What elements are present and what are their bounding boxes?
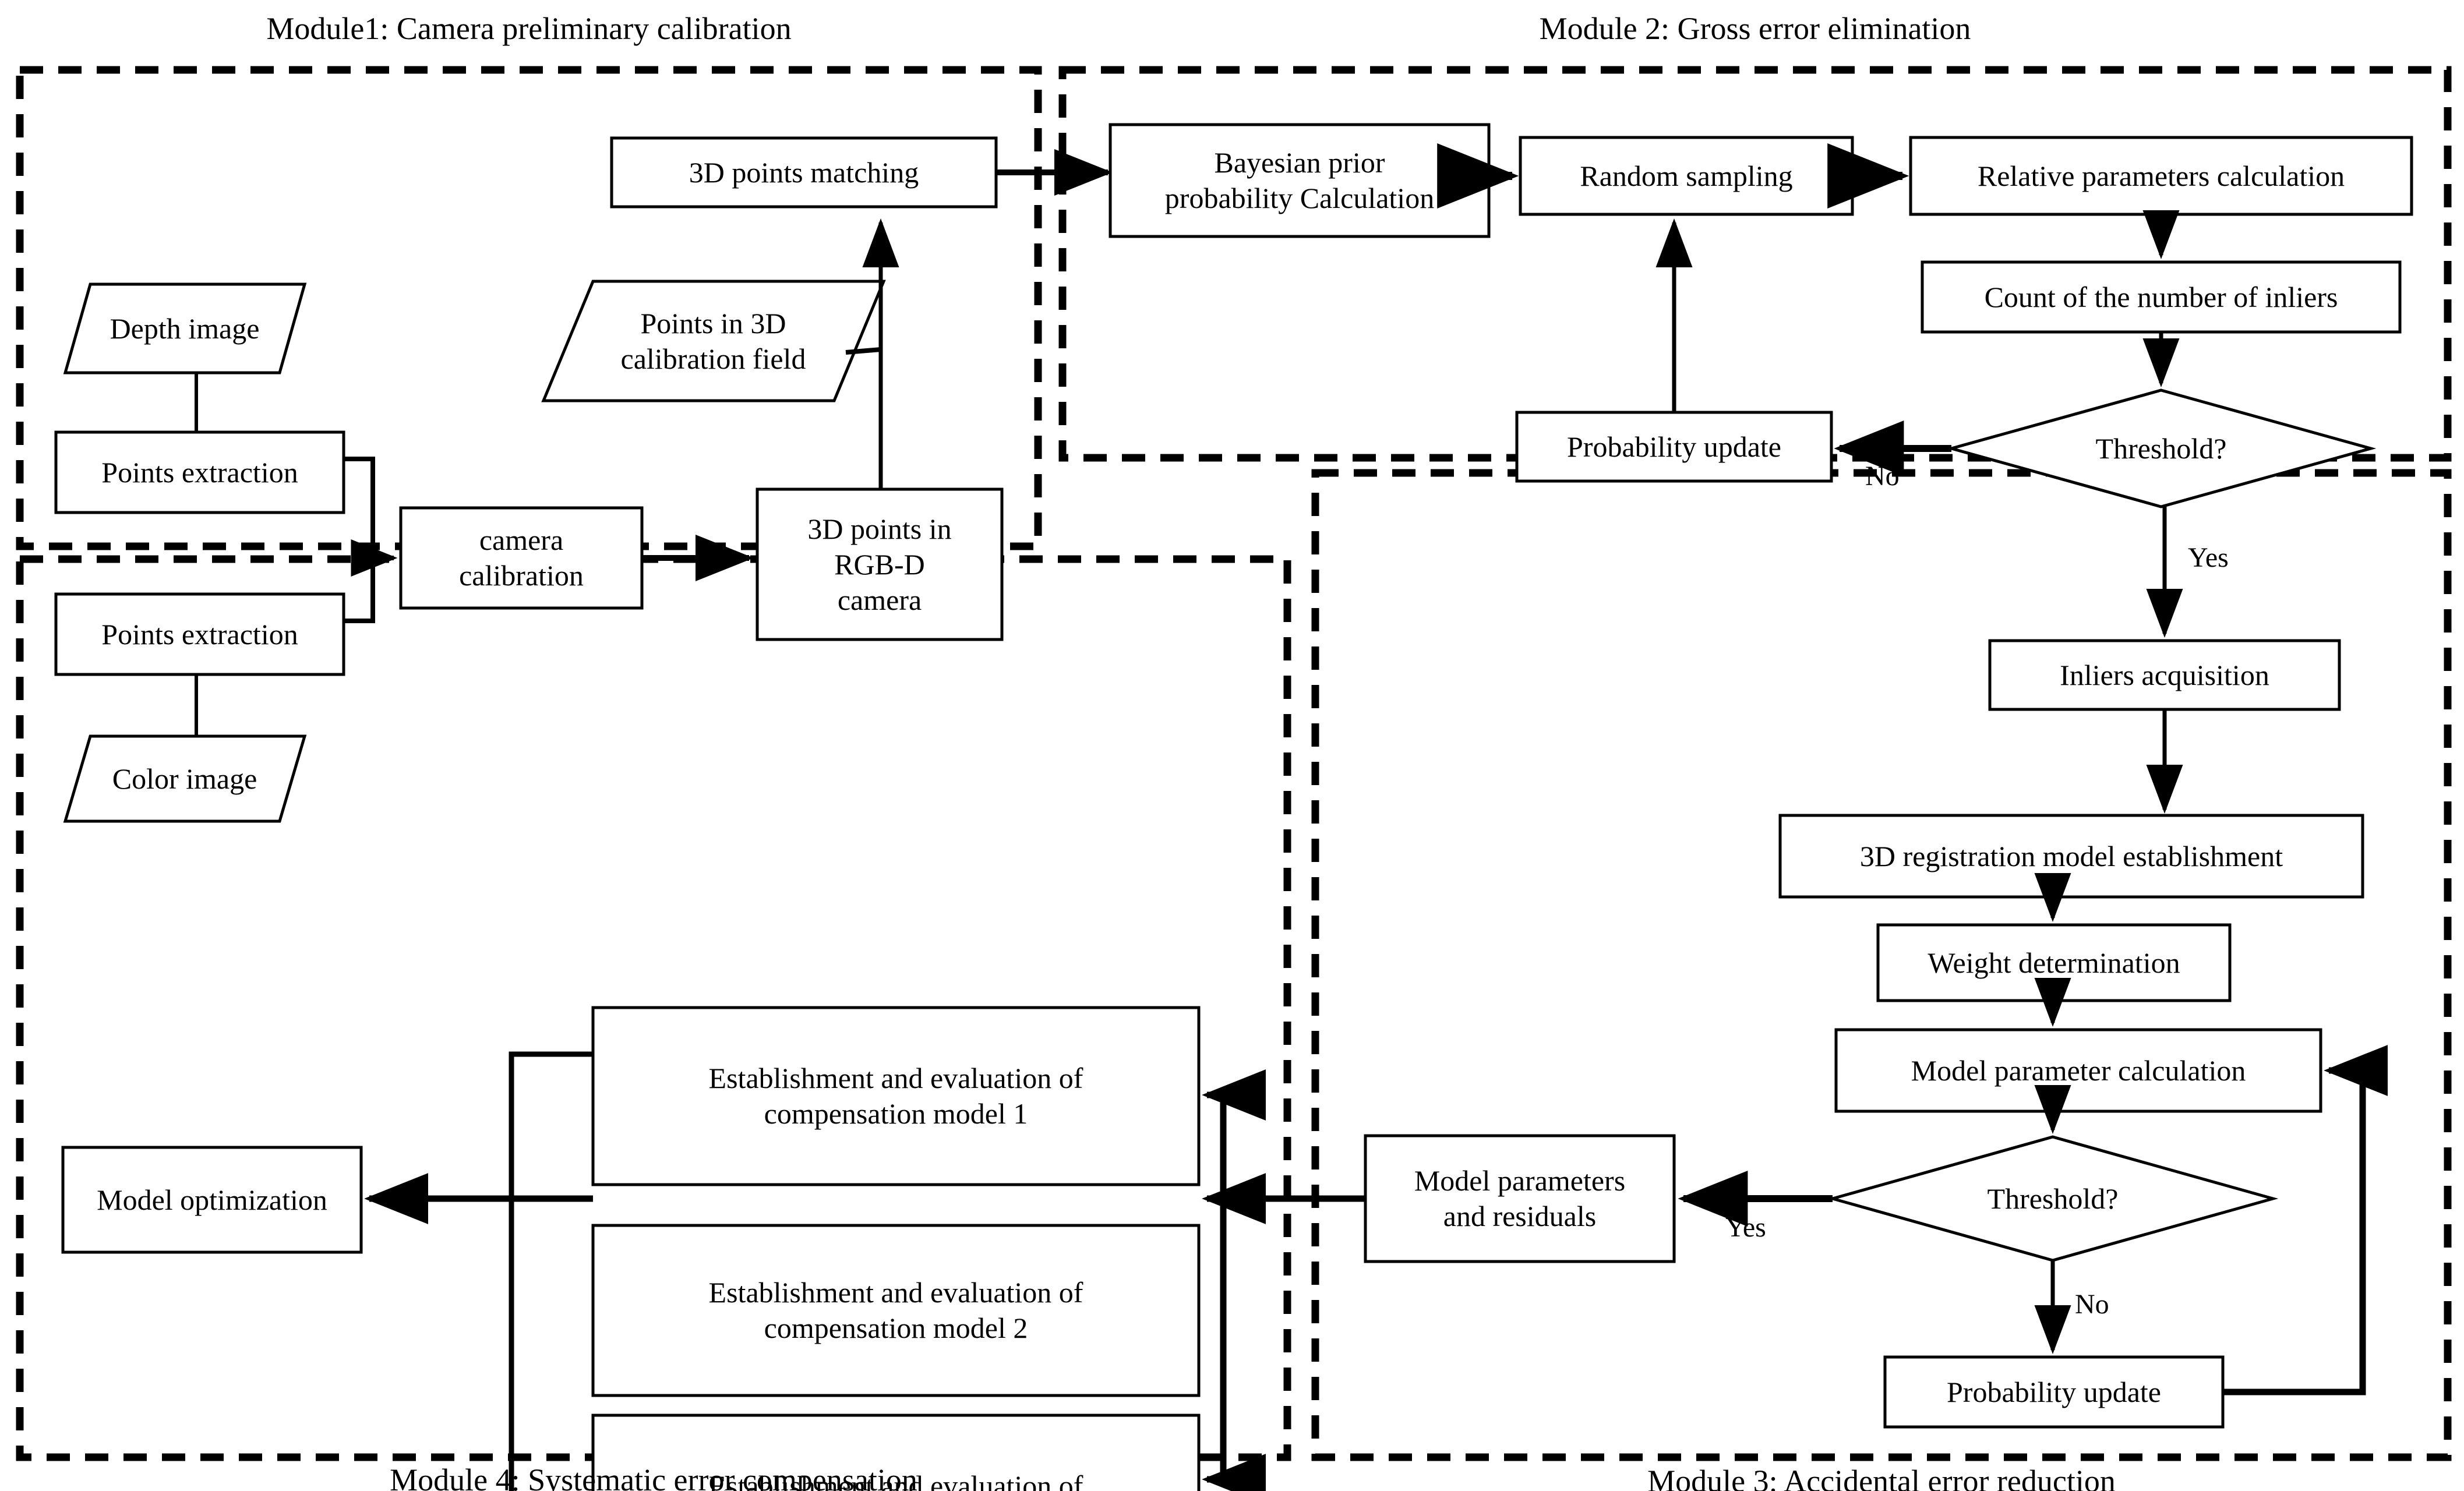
node-threshold-m2	[1946, 388, 2377, 508]
node-model-optimization	[61, 1146, 363, 1254]
node-comp-model-3	[591, 1414, 1201, 1491]
node-3d-registration-model	[1778, 814, 2364, 899]
node-model-params-residuals	[1364, 1134, 1676, 1263]
node-depth-image	[63, 282, 307, 374]
node-bayesian-prior	[1109, 123, 1491, 238]
edge-points-top-to-camera-calibration	[344, 457, 398, 577]
node-comp-model-1	[591, 1006, 1201, 1186]
node-count-inliers	[1921, 260, 2402, 334]
edge-module4-fan-to-model-3	[1202, 1199, 1266, 1491]
edge-label-m2-yes: Yes	[2188, 542, 2229, 573]
node-color-image	[63, 734, 307, 823]
edge-model-3-to-optimization	[509, 1199, 514, 1491]
edge-probability-update-m3-to-model-param-calc	[2223, 1045, 2388, 1395]
module3-frame	[1311, 469, 2452, 1461]
edge-module4-fan-to-model-1	[1202, 1069, 1266, 1199]
edge-label-m3-yes: Yes	[1725, 1212, 1766, 1243]
node-camera-calibration	[399, 506, 644, 610]
module1-caption: Module1: Camera preliminary calibration	[266, 11, 792, 46]
node-model-parameter-calculation	[1834, 1028, 2322, 1113]
node-inliers-acquisition	[1988, 639, 2341, 711]
module3-caption: Module 3: Accidental error reduction	[1647, 1464, 2116, 1491]
node-comp-model-2	[591, 1224, 1201, 1397]
node-random-sampling	[1519, 136, 1854, 216]
module2-caption: Module 2: Gross error elimination	[1539, 11, 1971, 46]
node-3d-points-matching	[610, 136, 998, 209]
node-points-extraction-top	[54, 430, 345, 514]
node-probability-update-m2	[1515, 411, 1833, 483]
edge-calibration-field-to-riser	[845, 347, 881, 355]
module4-caption: Module 4: Systematic error compensation	[390, 1462, 917, 1491]
edge-points-bottom-to-camera-calibration	[344, 558, 375, 623]
node-threshold-m3	[1827, 1135, 2279, 1262]
node-points-extraction-bottom	[54, 592, 345, 676]
edge-label-m2-no: No	[1865, 461, 1900, 492]
node-3d-points-in-rgbd-camera	[756, 487, 1004, 641]
node-relative-parameters	[1909, 136, 2413, 216]
edge-label-m3-no: No	[2075, 1289, 2109, 1320]
node-points-in-3d-calibration-field	[541, 280, 886, 402]
node-probability-update-m3	[1883, 1355, 2225, 1429]
edge-model-1-to-optimization	[509, 1051, 593, 1199]
node-weight-determination	[1876, 923, 2232, 1002]
